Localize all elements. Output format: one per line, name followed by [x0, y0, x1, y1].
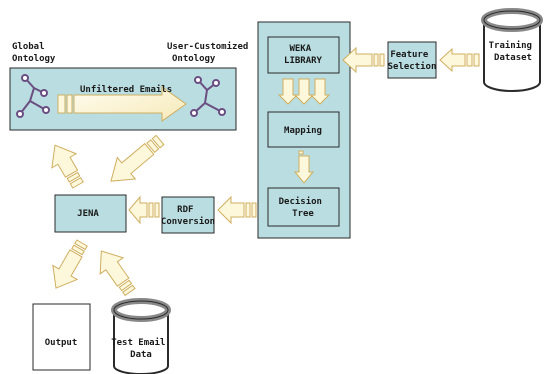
- training-dataset-cylinder: [481, 8, 543, 92]
- rdf-conversion-box: [161, 196, 215, 234]
- test-email-data-label: Test Email Data: [111, 337, 171, 360]
- global-ontology-label: Global Ontology: [12, 42, 56, 64]
- training-dataset-label: Training Dataset: [489, 40, 538, 63]
- user-ontology-icon: [190, 76, 226, 117]
- rdf-to-jena-arrow: [128, 195, 160, 225]
- decision-tree-label: Decision Tree: [279, 196, 328, 219]
- feature-to-weka-arrow: [342, 46, 385, 74]
- weka-down-arrows: [277, 78, 331, 105]
- mapping-label: Mapping: [284, 125, 322, 136]
- output-box: [32, 303, 91, 371]
- output-label: Output: [45, 338, 78, 348]
- training-to-feature-arrow: [439, 47, 480, 73]
- test-email-data-cylinder: [111, 298, 171, 374]
- unfiltered-emails-label: Unfiltered Emails: [80, 84, 172, 95]
- decision-tree-box: [267, 187, 340, 227]
- tree-to-rdf-arrow: [217, 195, 257, 225]
- weka-library-label: WEKA LIBRARY: [284, 44, 323, 66]
- feature-selection-label: Feature Selection: [388, 50, 437, 72]
- global-ontology-icon: [16, 74, 50, 118]
- feature-selection-box: [387, 41, 437, 79]
- jena-to-global-arrow: [51, 144, 84, 189]
- user-customized-ontology-label: User-Customized Ontology: [167, 41, 254, 64]
- test-data-to-jena-arrow: [99, 250, 136, 297]
- jena-label: JENA: [77, 209, 99, 219]
- user-ontology-to-jena-arrow: [110, 134, 165, 182]
- mapping-box: [267, 111, 340, 148]
- weka-library-box: [267, 36, 340, 74]
- mapping-to-tree-arrow: [293, 150, 315, 184]
- rdf-conversion-label: RDF Conversion: [161, 205, 215, 227]
- jena-to-output-arrow: [52, 239, 88, 289]
- jena-box: [54, 194, 127, 233]
- unfiltered-emails-arrow: [57, 86, 187, 122]
